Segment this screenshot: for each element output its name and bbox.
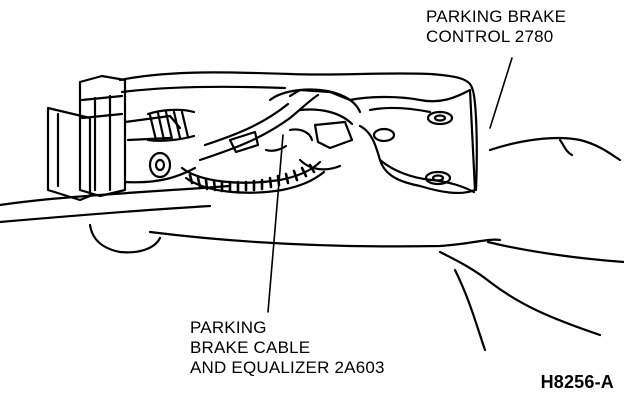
figure-id-label: H8256-A [540, 372, 614, 392]
control-leader-line [489, 57, 513, 129]
cable-leader-line [267, 134, 284, 313]
brake-control-housing [46, 71, 474, 202]
mounting-bracket [348, 86, 478, 195]
ratchet-sector [180, 158, 342, 194]
control-label-line2: CONTROL 2780 [426, 27, 554, 46]
lever-arms [198, 88, 362, 162]
cable-label-line3: AND EQUALIZER 2A603 [190, 358, 385, 377]
parking-brake-control-label: PARKING BRAKE CONTROL 2780 [426, 7, 566, 47]
cable-label-line2: BRAKE CABLE [190, 338, 311, 357]
leader-lines [267, 57, 513, 313]
spring-assembly [146, 108, 196, 179]
cable-label-line1: PARKING [190, 318, 267, 337]
brake-cable-equalizer-label: PARKING BRAKE CABLE AND EQUALIZER 2A603 [190, 318, 385, 378]
control-label-line1: PARKING BRAKE [426, 7, 567, 26]
